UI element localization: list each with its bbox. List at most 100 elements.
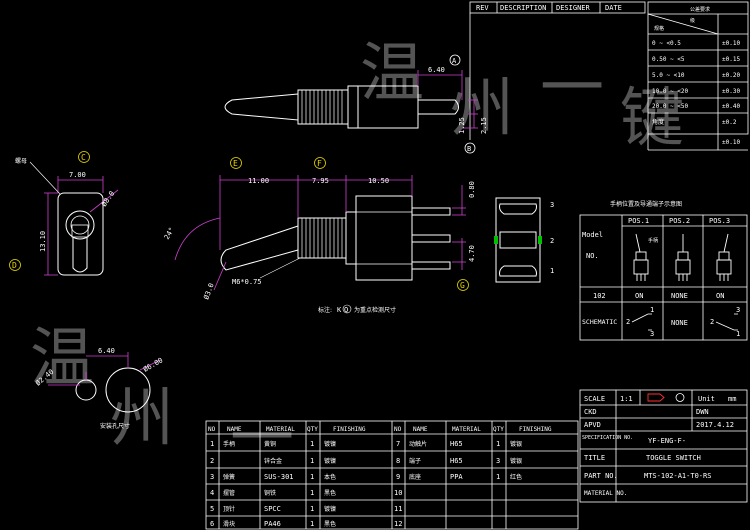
dim-h: 7.95 bbox=[312, 177, 329, 185]
bom-l6-name: 滑块 bbox=[223, 520, 235, 528]
schematic-pin1: 1 bbox=[650, 306, 654, 314]
bom-l2-material: 锌合金 bbox=[264, 457, 282, 465]
unit-value: mm bbox=[728, 395, 736, 403]
tol-range-1: 0 ~ <0.5 bbox=[652, 40, 681, 47]
bom-l5-qty: 1 bbox=[310, 505, 314, 513]
dim-n: M6*0.75 bbox=[232, 278, 262, 286]
bom-row-1: 1 手柄 黄铜 1 镀镍 bbox=[210, 440, 336, 448]
watermark-char-5: 温 bbox=[30, 322, 94, 396]
bom-row-7: 7 动触片 H65 1 镀银 bbox=[396, 440, 522, 448]
part-value: MTS-102-A1-T0-RS bbox=[644, 472, 711, 480]
bom-header-qty-left: QTY bbox=[307, 426, 318, 433]
terminal-end-view bbox=[495, 197, 541, 283]
callout-g-circle bbox=[457, 279, 469, 291]
projection-symbol-icon bbox=[647, 393, 665, 402]
nut-label: 螺母 bbox=[15, 157, 27, 165]
bom-row-2: 2 锌合金 1 镀镍 bbox=[210, 457, 336, 465]
callout-c-circle bbox=[78, 151, 90, 163]
date-label: DATE bbox=[605, 4, 622, 12]
bom-r3-qty: 1 bbox=[496, 473, 500, 481]
pos1-value: ON bbox=[635, 292, 643, 300]
bom-l1-qty: 1 bbox=[310, 440, 314, 448]
bom-r2-qty: 3 bbox=[496, 457, 500, 465]
bom-l3-fin: 本色 bbox=[324, 473, 336, 481]
pos3-header: POS.3 bbox=[709, 217, 730, 225]
spec-label: SPECIFICATION NO. bbox=[582, 435, 633, 441]
bom-r6-no: 12 bbox=[394, 520, 402, 528]
bom-r2-no: 8 bbox=[396, 457, 400, 465]
bom-l2-fin: 镀镍 bbox=[324, 457, 336, 465]
callout-c: C bbox=[81, 153, 86, 162]
bom-l2-no: 2 bbox=[210, 457, 214, 465]
pos-table-title: 手柄位置及导通端子示意图 bbox=[610, 200, 682, 208]
pos1-header: POS.1 bbox=[628, 217, 649, 225]
watermark-char-6: 州 bbox=[110, 382, 174, 456]
mark-q: Q bbox=[344, 306, 348, 314]
callout-e: E bbox=[233, 159, 238, 168]
tol-range-5: 20.0 ~ <50 bbox=[652, 103, 689, 110]
tolerance-header-left: 级 bbox=[690, 17, 695, 24]
schematic-pin2: 2 bbox=[626, 318, 630, 326]
designer-label: DESIGNER bbox=[556, 4, 591, 12]
dim-a: 6.40 bbox=[428, 66, 445, 74]
callout-a-circle bbox=[449, 54, 461, 66]
bom-header-no-left: NO bbox=[208, 426, 216, 433]
schematic-pin3-b: 3 bbox=[736, 306, 740, 314]
pos2-value: NONE bbox=[671, 292, 688, 300]
tol-range-4: 10.0 ~ <20 bbox=[652, 88, 689, 95]
schematic-pos2: NONE bbox=[671, 319, 688, 327]
dim-f: 13.10 bbox=[39, 231, 47, 252]
tol-value-7: ±0.10 bbox=[722, 139, 740, 146]
bom-r3-name: 底座 bbox=[409, 473, 421, 481]
title-block bbox=[579, 389, 748, 503]
mark-desc: 为重点检测尺寸 bbox=[354, 306, 396, 314]
tol-value-6: ±0.2 bbox=[722, 119, 737, 126]
material-no-label: MATERIAL NO. bbox=[584, 490, 627, 497]
bom-row-3: 3 弹簧 SUS-301 1 本色 bbox=[210, 473, 336, 481]
dim-b: 1.25 bbox=[458, 117, 466, 134]
bom-header-name-left: NAME bbox=[227, 426, 242, 433]
dim-o: 6.40 bbox=[98, 347, 115, 355]
tol-value-5: ±0.40 bbox=[722, 103, 740, 110]
unit-label: Unit bbox=[698, 395, 715, 403]
bom-l5-material: SPCC bbox=[264, 505, 281, 513]
dim-q: Ø6.00 bbox=[142, 356, 164, 373]
dim-g: 11.00 bbox=[248, 177, 269, 185]
title-label: TITLE bbox=[584, 454, 605, 462]
dim-l: 24° bbox=[163, 226, 176, 241]
dim-i: 10.50 bbox=[368, 177, 389, 185]
watermark-char-4: 键 bbox=[620, 82, 684, 156]
bom-r2-fin: 镀银 bbox=[510, 457, 522, 465]
callout-g: G bbox=[460, 281, 465, 290]
side-view-main bbox=[220, 195, 451, 281]
bom-r1-qty: 1 bbox=[496, 440, 500, 448]
bom-r1-material: H65 bbox=[450, 440, 463, 448]
bom-l1-material: 黄铜 bbox=[264, 440, 276, 448]
bom-header-no-right: NO bbox=[394, 426, 402, 433]
callout-e-circle bbox=[230, 157, 242, 169]
bom-l5-no: 5 bbox=[210, 505, 214, 513]
bom-r2-name: 端子 bbox=[409, 457, 421, 465]
callout-f: F bbox=[317, 159, 322, 168]
pos-model-no: 102 bbox=[593, 292, 606, 300]
schematic-pin2-b: 2 bbox=[710, 318, 714, 326]
callout-b-circle bbox=[464, 142, 476, 154]
tol-value-2: ±0.15 bbox=[722, 56, 740, 63]
ckd-label: CKD bbox=[584, 408, 597, 416]
dim-m: Ø3.0 bbox=[202, 282, 215, 301]
bom-header-name-right: NAME bbox=[413, 426, 428, 433]
tolerance-header-right: 规格 bbox=[654, 25, 664, 32]
switch-pos1-icon bbox=[633, 233, 649, 281]
bom-header-material-left: MATERIAL bbox=[266, 426, 295, 433]
scale-value: 1:1 bbox=[620, 395, 633, 403]
callout-d-circle bbox=[9, 259, 21, 271]
bom-l1-fin: 镀镍 bbox=[324, 440, 336, 448]
pos3-value: ON bbox=[716, 292, 724, 300]
bom-row-5: 5 顶针 SPCC 1 镀镍 bbox=[210, 505, 336, 513]
callout-b: B bbox=[467, 145, 471, 153]
bom-row-8: 8 端子 H65 3 镀银 bbox=[396, 457, 522, 465]
dim-e: Ø8.0 bbox=[100, 190, 116, 208]
tol-range-2: 0.50 ~ <5 bbox=[652, 56, 685, 63]
schematic-pos3 bbox=[715, 313, 738, 331]
revision-block bbox=[469, 1, 646, 140]
